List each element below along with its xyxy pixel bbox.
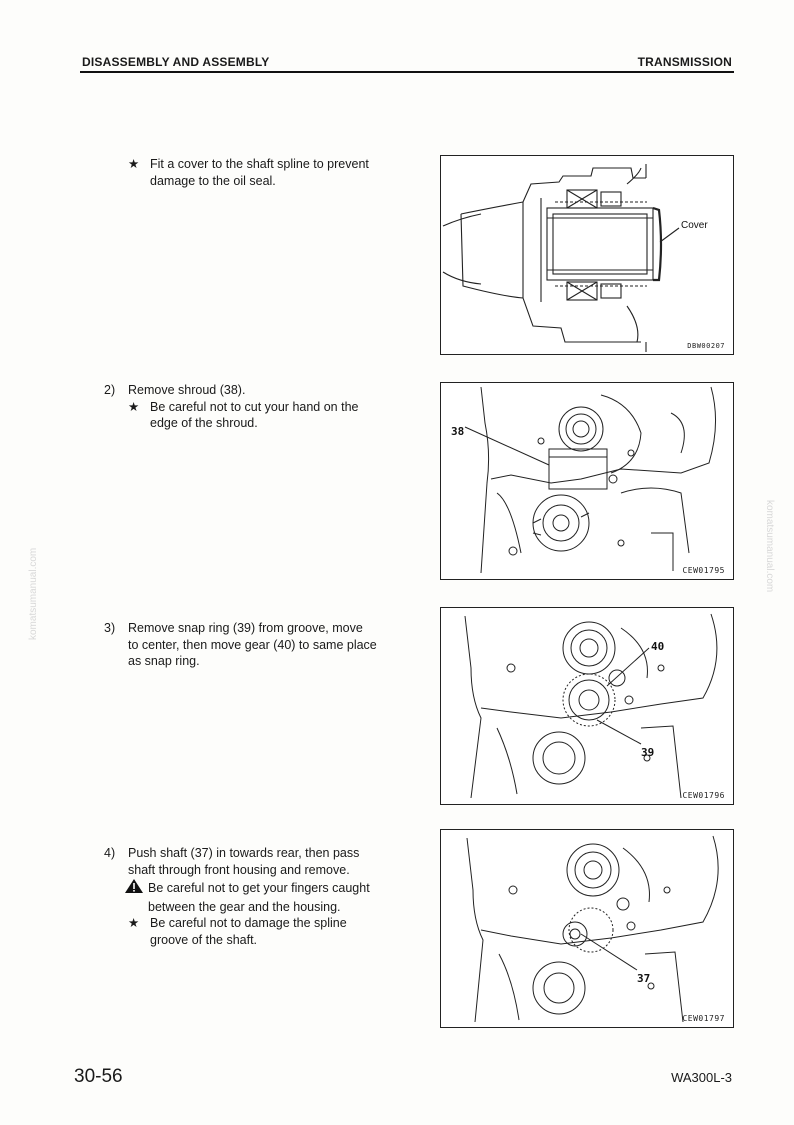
callout-37: 37 [637, 972, 650, 985]
watermark-left: komatsumanual.com [28, 547, 39, 640]
figure-code: DBW00207 [687, 342, 725, 350]
figure-code: CEW01796 [682, 791, 725, 800]
callout-38: 38 [451, 425, 464, 438]
step-heading: 2)Remove shroud (38). [104, 383, 246, 397]
step-line: 3)Remove snap ring (39) from groove, mov… [104, 621, 363, 635]
figure-code: CEW01797 [682, 1014, 725, 1023]
step-number: 3) [104, 621, 116, 635]
figure-cover-on-spline: Cover DBW00207 [440, 155, 734, 355]
header-chapter-title: TRANSMISSION [637, 55, 732, 69]
step-number: 2) [104, 383, 116, 397]
note-line: edge of the shroud. [150, 416, 258, 430]
warning-icon [124, 878, 148, 899]
page-number: 30-56 [74, 1066, 123, 1087]
note-line: groove of the shaft. [150, 932, 258, 947]
step-4: 4)Push shaft (37) in towards rear, then … [104, 845, 416, 948]
figure-move-gear-snap-ring: 40 39 CEW01796 [440, 607, 734, 805]
star-icon: ★ [128, 399, 140, 414]
callout-40: 40 [651, 640, 664, 653]
step-2: 2)Remove shroud (38). ★Be careful not to… [104, 382, 416, 432]
figure-code: CEW01795 [682, 566, 725, 575]
star-mark: ★ [128, 916, 140, 930]
step-note-cover: ★Fit a cover to the shaft spline to prev… [128, 156, 418, 189]
step-number: 4) [104, 846, 116, 860]
step-line: as snap ring. [128, 654, 200, 668]
callout-cover: Cover [681, 220, 708, 231]
model-name: WA300L-3 [671, 1070, 732, 1085]
star-icon: ★ [128, 157, 140, 171]
watermark-right: komatsumanual.com [764, 500, 775, 593]
note-line: ★Fit a cover to the shaft spline to prev… [128, 157, 369, 171]
figure-push-shaft: 37 CEW01797 [440, 829, 734, 1028]
step-3: 3)Remove snap ring (39) from groove, mov… [104, 620, 416, 670]
header-section-title: DISASSEMBLY AND ASSEMBLY [82, 55, 270, 69]
warning-line: between the gear and the housing. [148, 899, 341, 914]
step-line: to center, then move gear (40) to same p… [128, 637, 377, 652]
note-line: ★Be careful not to cut your hand on the [128, 399, 359, 414]
note-line: Be careful not to damage the spline★Be c… [128, 916, 347, 930]
step-line: 4)Push shaft (37) in towards rear, then … [104, 846, 360, 860]
callout-39: 39 [641, 746, 654, 759]
warning-line: Be careful not to get your fingers caugh… [104, 878, 416, 899]
header-rule [80, 71, 734, 73]
figure-remove-shroud: 38 CEW01795 [440, 382, 734, 580]
step-line: shaft through front housing and remove. [128, 862, 350, 877]
note-line: damage to the oil seal. [150, 173, 276, 188]
